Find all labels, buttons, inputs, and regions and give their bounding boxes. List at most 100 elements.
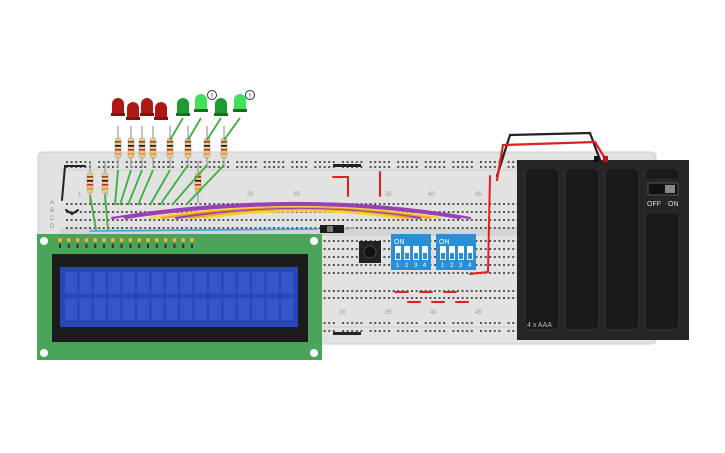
breadboard-hole	[512, 290, 515, 292]
breadboard-hole	[470, 203, 473, 205]
breadboard-hole	[378, 219, 381, 221]
breadboard-hole	[503, 227, 505, 229]
dip-on-label: ON	[394, 239, 405, 246]
breadboard-hole	[89, 211, 91, 213]
breadboard-hole	[401, 272, 404, 274]
breadboard-hole	[227, 219, 229, 221]
lcd-pin	[145, 237, 151, 243]
breadboard-hole	[512, 272, 515, 274]
breadboard-hole	[346, 322, 349, 324]
data-wires[interactable]	[89, 201, 472, 232]
battery-pack[interactable]: OFF ON 4 x AAA	[517, 156, 689, 340]
lcd-module[interactable]	[37, 234, 322, 360]
breadboard-hole	[305, 219, 308, 221]
breadboard-hole	[411, 297, 413, 299]
led-red	[141, 98, 153, 114]
breadboard-hole	[296, 227, 298, 229]
breadboard-hole	[125, 166, 128, 168]
led-wires[interactable]	[89, 117, 241, 231]
breadboard-hole	[424, 322, 427, 324]
breadboard-hole	[369, 161, 372, 163]
breadboard-hole	[346, 297, 349, 299]
lcd-pin	[154, 237, 160, 243]
breadboard-hole	[365, 219, 367, 221]
breadboard-hole	[98, 203, 101, 205]
breadboard-hole	[116, 203, 119, 205]
breadboard-hole	[309, 219, 312, 221]
breadboard-hole	[378, 272, 381, 274]
breadboard-hole	[507, 219, 510, 221]
lcd-pin	[118, 237, 125, 243]
breadboard-hole	[112, 211, 114, 213]
breadboard-hole	[319, 166, 321, 168]
led-array[interactable]	[111, 94, 247, 120]
breadboard-hole	[383, 227, 386, 229]
breadboard-hole	[493, 290, 496, 292]
breadboard-hole	[181, 203, 183, 205]
breadboard-hole	[443, 219, 446, 221]
breadboard-hole	[70, 203, 73, 205]
lcd-cell	[151, 298, 164, 320]
breadboard-hole	[153, 166, 156, 168]
breadboard-hole	[374, 290, 377, 292]
lcd-pin	[136, 237, 142, 243]
breadboard-hole	[388, 256, 390, 258]
breadboard-hole	[447, 227, 450, 229]
resistor-array[interactable]	[86, 126, 228, 203]
power-wires[interactable]	[61, 131, 608, 303]
breadboard-hole	[337, 297, 340, 299]
breadboard-hole	[342, 290, 344, 292]
breadboard-hole	[346, 264, 349, 266]
breadboard-hole	[484, 290, 487, 292]
lcd-cell	[209, 272, 222, 294]
breadboard-hole	[231, 227, 234, 229]
breadboard-hole	[328, 248, 331, 250]
breadboard-hole	[378, 322, 381, 324]
breadboard-hole	[429, 219, 432, 221]
breadboard-hole	[411, 322, 413, 324]
breadboard-hole	[429, 272, 432, 274]
pushbutton[interactable]	[359, 241, 381, 263]
breadboard-hole	[369, 297, 372, 299]
lcd-cell	[281, 298, 294, 320]
breadboard-hole	[480, 330, 482, 332]
breadboard-hole	[355, 227, 358, 229]
breadboard-hole	[291, 166, 294, 168]
breadboard-hole	[116, 211, 119, 213]
breadboard-hole	[355, 322, 358, 324]
breadboard-hole	[158, 203, 160, 205]
breadboard-hole	[208, 166, 211, 168]
breadboard-hole	[296, 161, 298, 163]
breadboard-hole	[346, 161, 349, 163]
slide-switch[interactable]	[320, 225, 355, 233]
breadboard-hole	[383, 297, 386, 299]
breadboard-hole	[153, 161, 156, 163]
column-numbers: 1 5 20 25 35 40 45 30 35 40 45	[78, 192, 482, 316]
breadboard-hole	[388, 219, 390, 221]
lcd-cell	[79, 272, 92, 294]
breadboard-hole	[328, 166, 331, 168]
breadboard-hole	[323, 256, 326, 258]
breadboard-hole	[438, 227, 441, 229]
breadboard-hole	[291, 161, 294, 163]
breadboard-hole	[374, 203, 377, 205]
breadboard-hole	[383, 290, 386, 292]
breadboard-hole	[388, 297, 390, 299]
jumper-black[interactable]	[333, 164, 361, 167]
lcd-cell	[108, 272, 121, 294]
breadboard-hole	[493, 219, 496, 221]
breadboard-hole	[383, 161, 386, 163]
breadboard-hole	[388, 290, 390, 292]
breadboard-hole	[360, 330, 363, 332]
breadboard-hole	[434, 161, 436, 163]
breadboard-hole	[475, 203, 478, 205]
breadboard-hole	[457, 330, 459, 332]
wire-red	[332, 176, 349, 197]
breadboard-hole	[512, 248, 515, 250]
breadboard-hole	[125, 219, 128, 221]
jumper-black[interactable]	[333, 332, 361, 335]
breadboard-hole	[484, 256, 487, 258]
breadboard-hole	[89, 227, 91, 229]
